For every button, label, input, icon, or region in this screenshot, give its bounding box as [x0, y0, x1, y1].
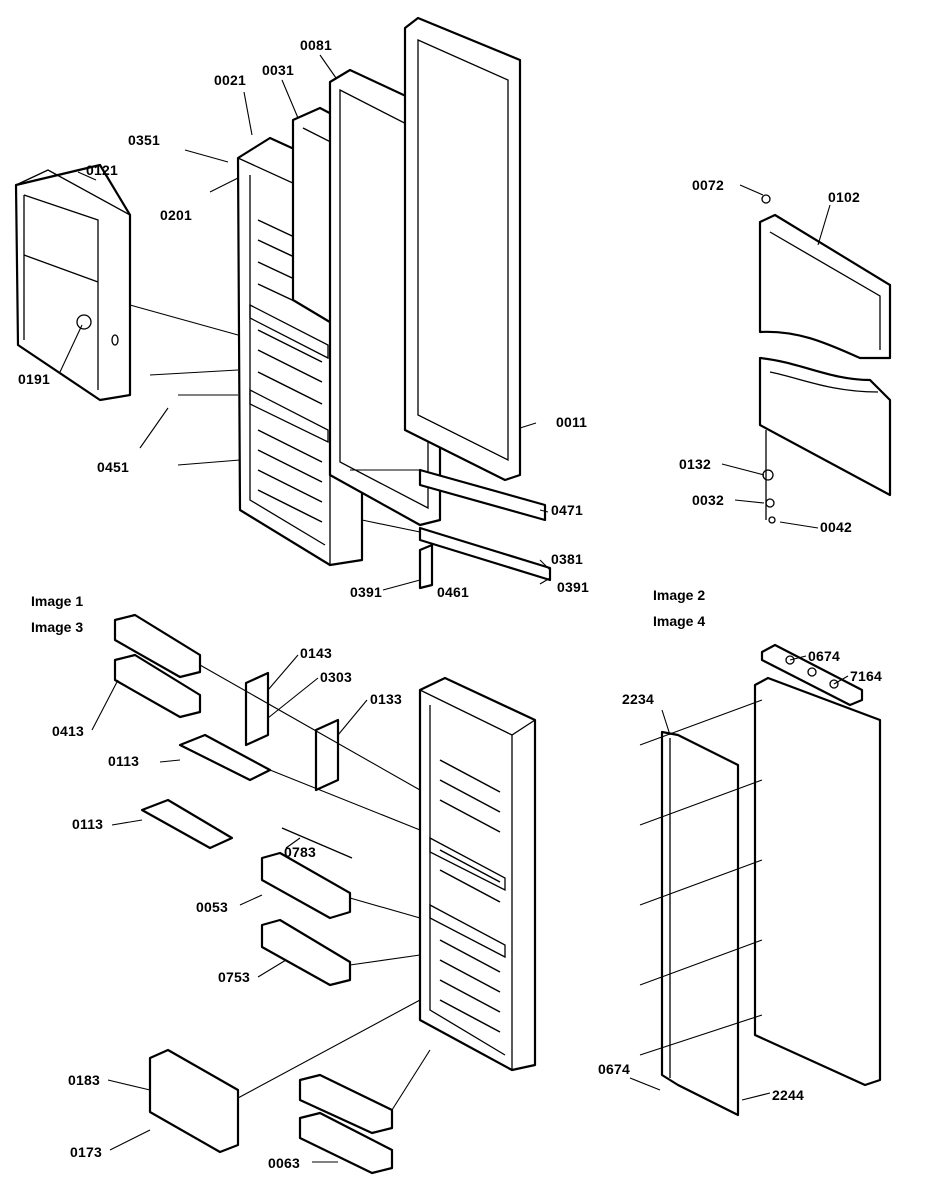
callout-0081: 0081 — [300, 37, 332, 53]
callout-0391-right: 0391 — [557, 579, 589, 595]
callout-0113-lower: 0113 — [72, 816, 104, 832]
callout-0032: 0032 — [692, 492, 724, 508]
shelf-0113-upper — [178, 733, 272, 782]
callout-0471: 0471 — [551, 502, 583, 518]
door-panel-2244 — [753, 676, 882, 1087]
outer-door-0011 — [403, 16, 522, 482]
callout-0674-top: 0674 — [808, 648, 840, 664]
callout-0201: 0201 — [160, 207, 192, 223]
callout-2244: 2244 — [772, 1087, 804, 1103]
callout-0132: 0132 — [679, 456, 711, 472]
trim-strip-0471 — [418, 468, 547, 522]
shelf-bins-0413 — [113, 613, 202, 719]
door-liner-lower — [418, 676, 537, 1072]
callout-0391-left: 0391 — [350, 584, 382, 600]
ice-bucket-0173 — [148, 1048, 240, 1154]
callout-0031: 0031 — [262, 62, 294, 78]
callout-0053: 0053 — [196, 899, 228, 915]
gasket-2234 — [660, 730, 740, 1117]
callout-0072: 0072 — [692, 177, 724, 193]
caption-image-2: Image 2 — [653, 587, 706, 603]
callout-0173: 0173 — [70, 1144, 102, 1160]
callout-0183: 0183 — [68, 1072, 100, 1088]
dispenser-cover-0121 — [14, 163, 132, 402]
bottom-trim-0461 — [418, 526, 552, 582]
door-bin-0753 — [260, 918, 352, 987]
bracket-0143 — [244, 671, 270, 747]
top-hinge-7164 — [760, 643, 864, 707]
callout-0351: 0351 — [128, 132, 160, 148]
callout-0121: 0121 — [86, 162, 118, 178]
callout-0113-upper: 0113 — [108, 753, 140, 769]
panel-upper-0102 — [758, 213, 892, 360]
callout-0143: 0143 — [300, 645, 332, 661]
shelf-0113-lower — [140, 798, 234, 850]
callout-0381: 0381 — [551, 551, 583, 567]
callout-0102: 0102 — [828, 189, 860, 205]
door-bins-0063 — [298, 1073, 394, 1175]
bracket-0133 — [314, 718, 340, 792]
caption-image-1: Image 1 — [31, 593, 84, 609]
caption-image-4: Image 4 — [653, 613, 706, 629]
rod-0783 — [281, 827, 353, 859]
callout-0674-bottom: 0674 — [598, 1061, 630, 1077]
callout-0011: 0011 — [556, 414, 588, 430]
callout-0133: 0133 — [370, 691, 402, 707]
callout-0042: 0042 — [820, 519, 852, 535]
caption-image-3: Image 3 — [31, 619, 84, 635]
callout-0303: 0303 — [320, 669, 352, 685]
callout-0413: 0413 — [52, 723, 84, 739]
callout-0063: 0063 — [268, 1155, 300, 1171]
callout-0191: 0191 — [18, 371, 50, 387]
callout-0021: 0021 — [214, 72, 246, 88]
callout-0783: 0783 — [284, 844, 316, 860]
callout-7164: 7164 — [850, 668, 882, 684]
callout-0461: 0461 — [437, 584, 469, 600]
panel-lower-0102 — [758, 356, 892, 497]
door-bin-0053 — [260, 851, 352, 920]
callout-0451: 0451 — [97, 459, 129, 475]
callout-0753: 0753 — [218, 969, 250, 985]
callout-2234: 2234 — [622, 691, 654, 707]
hinge-bracket-0391 — [418, 543, 434, 590]
